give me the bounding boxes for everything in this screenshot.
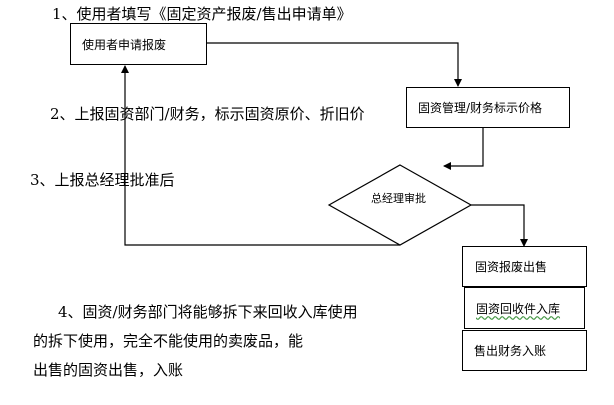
step-4-text-line-3: 出售的固资出售，入账	[33, 361, 184, 379]
node-scrap-sell-label: 固资报废出售	[475, 260, 548, 274]
step-4-text-line-2: 的拆下使用，完全不能使用的卖废品，能	[33, 332, 304, 350]
step-1-text: 1、使用者填写《固定资产报废/售出申请单》	[52, 5, 352, 23]
node-scrap-sell: 固资报废出售	[462, 246, 587, 287]
node-recycle-label: 固资回收件入库	[476, 301, 561, 316]
node-sell-account: 售出财务入账	[462, 330, 587, 371]
step-3-text: 3、上报总经理批准后	[30, 171, 175, 189]
node-recycle: 固资回收件入库	[464, 287, 585, 329]
step-2-text: 2、上报固资部门/财务，标示固资原价、折旧价	[50, 105, 365, 123]
step-4-text-line-1: 4、固资/财务部门将能够拆下来回收入库使用	[58, 303, 358, 321]
node-sell-account-label: 售出财务入账	[474, 344, 547, 358]
decision-diamond	[327, 164, 473, 246]
node-asset-mgmt-label: 固资管理/财务标示价格	[418, 101, 543, 115]
arrow-user-to-asset	[206, 42, 462, 87]
arrow-approval-to-scrap	[471, 204, 528, 247]
arrow-asset-to-approval	[443, 127, 484, 170]
arrow-approval-back-to-user	[121, 65, 400, 246]
node-asset-mgmt: 固资管理/财务标示价格	[406, 87, 570, 128]
node-user-apply-label: 使用者申请报废	[82, 37, 167, 52]
node-user-apply: 使用者申请报废	[70, 23, 207, 65]
node-gm-approve-label: 总经理审批	[371, 192, 426, 205]
